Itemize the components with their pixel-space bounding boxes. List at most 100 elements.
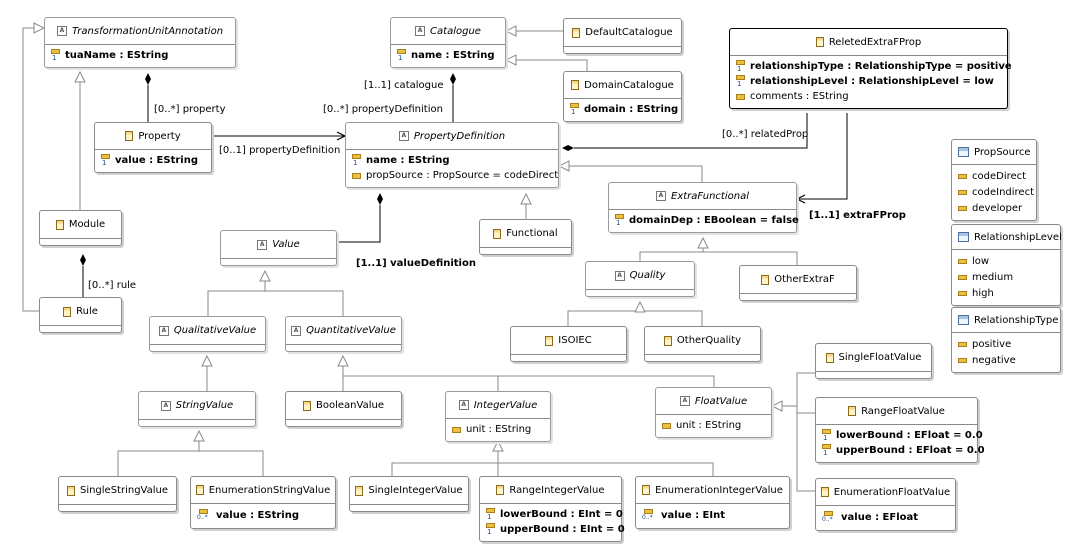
attribute-row[interactable]: value : EString [191, 507, 335, 524]
attribute-row[interactable]: lowerBound : EInt = 0 [480, 507, 623, 522]
class-name: Value [272, 239, 300, 250]
class-quality[interactable]: Quality [585, 261, 695, 297]
literal-label: high [972, 287, 994, 299]
abstract-class-icon [160, 400, 171, 411]
class-icon [642, 485, 651, 495]
enum-name: PropSource [974, 146, 1031, 158]
label-related-prop: [0..*] relatedProp [722, 129, 809, 140]
enum-literal[interactable]: codeIndirect [952, 184, 1036, 200]
enum-literal[interactable]: positive [952, 336, 1060, 352]
class-divider [564, 46, 681, 47]
class-icon [496, 485, 505, 495]
attribute-row[interactable]: name : EString [346, 153, 558, 168]
class-other-quality[interactable]: OtherQuality [644, 326, 761, 362]
class-name: Catalogue [430, 25, 481, 37]
class-other-extra-f[interactable]: OtherExtraF [739, 265, 857, 301]
class-name: OtherExtraF [774, 274, 835, 285]
class-name: Module [68, 219, 106, 230]
class-icon [63, 306, 72, 317]
attribute-compartment: lowerBound : EInt = 0upperBound : EInt =… [480, 504, 625, 541]
enum-literal[interactable]: codeDirect [952, 168, 1036, 184]
class-icon [848, 406, 857, 416]
attribute-row[interactable]: domain : EString [564, 102, 681, 117]
class-range-float-value[interactable]: RangeFloatValuelowerBound : EFloat = 0.0… [815, 397, 985, 463]
class-domain-catalogue[interactable]: DomainCataloguedomain : EString [563, 71, 682, 122]
class-functional[interactable]: Functional [479, 219, 572, 255]
attribute-row[interactable]: upperBound : EFloat = 0.0 [816, 443, 985, 458]
class-isoiec[interactable]: ISOIEC [510, 326, 627, 362]
class-divider [150, 344, 265, 345]
class-extra-functional[interactable]: ExtraFunctional domainDep : EBoolean = fa… [608, 182, 799, 233]
enum-literal[interactable]: low [952, 253, 1060, 269]
class-enumeration-integer-value[interactable]: EnumerationIntegerValuevalue : EInt [635, 476, 790, 529]
literal-compartment: low medium high [952, 250, 1060, 305]
attribute-compartment: relationshipType : RelationshipType = po… [730, 56, 1012, 108]
class-quantitative-value[interactable]: QuantitativeValue [285, 316, 402, 352]
attribute-row[interactable]: value : EInt [636, 507, 789, 524]
class-catalogue[interactable]: Catalogue name : EString [390, 17, 506, 68]
attribute-row[interactable]: unit : EString [446, 422, 550, 437]
attribute-row[interactable]: domainDep : EBoolean = false [609, 213, 799, 228]
enum-divider [952, 332, 1060, 333]
enum-literal[interactable]: negative [952, 352, 1060, 368]
class-boolean-value[interactable]: BooleanValue [285, 391, 402, 427]
literal-icon [958, 290, 967, 296]
enum-literal[interactable]: developer [952, 200, 1036, 216]
class-single-float-value[interactable]: SingleFloatValue [815, 343, 932, 379]
attribute-row[interactable]: name : EString [391, 48, 505, 63]
class-single-integer-value[interactable]: SingleIntegerValue [349, 476, 469, 512]
enum-literal[interactable]: high [952, 285, 1060, 301]
abstract-class-icon [415, 26, 426, 36]
literal-label: medium [972, 271, 1014, 283]
class-string-value[interactable]: StringValue [138, 391, 256, 427]
class-qualitative-value[interactable]: QualitativeValue [149, 316, 266, 352]
enum-icon [958, 315, 969, 325]
attribute-row[interactable]: value : EString [95, 153, 211, 168]
class-value[interactable]: Value [220, 230, 337, 266]
class-property[interactable]: Propertyvalue : EString [94, 122, 212, 173]
class-divider [816, 424, 977, 425]
attribute-row[interactable]: lowerBound : EFloat = 0.0 [816, 428, 983, 443]
class-module[interactable]: Module [39, 210, 122, 246]
class-divider [59, 504, 176, 505]
attribute-row[interactable]: relationshipLevel : RelationshipLevel = … [730, 74, 1007, 89]
required-attribute-icon [51, 49, 60, 62]
attribute-row[interactable]: propSource : PropSource = codeDirect [346, 168, 558, 183]
attribute-row[interactable]: unit : EString [656, 418, 771, 433]
class-single-string-value[interactable]: SingleStringValue [58, 476, 177, 512]
attribute-row[interactable]: relationshipType : RelationshipType = po… [730, 59, 1012, 74]
class-enumeration-float-value[interactable]: EnumerationFloatValuevalue : EFloat [815, 478, 956, 531]
attribute-row[interactable]: comments : EString [730, 89, 1007, 104]
multi-attribute-icon [642, 509, 656, 522]
enum-name: RelationshipType [974, 314, 1059, 326]
class-divider [609, 209, 796, 210]
class-tua[interactable]: TransformationUnitAnnotationtuaName : ES… [44, 17, 236, 68]
class-default-catalogue[interactable]: DefaultCatalogue [563, 18, 682, 54]
required-attribute-icon [736, 75, 745, 88]
attribute-compartment [59, 505, 176, 511]
class-enumeration-string-value[interactable]: EnumerationStringValuevalue : EString [190, 476, 336, 529]
class-name: SingleStringValue [79, 485, 169, 496]
attribute-label: lowerBound : EFloat = 0.0 [836, 430, 983, 441]
attribute-row[interactable]: tuaName : EString [45, 48, 235, 63]
attribute-row[interactable]: upperBound : EInt = 0 [480, 522, 625, 537]
label-property: [0..*] property [154, 104, 226, 115]
class-name: ExtraFunctional [671, 190, 749, 202]
enum-literal[interactable]: medium [952, 269, 1060, 285]
attribute-compartment: unit : EString [656, 415, 771, 437]
class-releted[interactable]: ReletedExtraFProprelationshipType : Rela… [729, 28, 1012, 109]
attribute-row[interactable]: value : EFloat [816, 509, 955, 526]
required-attribute-icon [352, 154, 361, 167]
attribute-label: propSource : PropSource = codeDirect [366, 170, 559, 181]
class-rule[interactable]: Rule [39, 297, 122, 333]
class-range-integer-value[interactable]: RangeIntegerValuelowerBound : EInt = 0up… [479, 476, 625, 542]
attribute-label: name : EString [366, 155, 450, 166]
class-property-definition[interactable]: PropertyDefinitionname : EStringpropSour… [345, 122, 559, 188]
abstract-class-icon [458, 400, 469, 410]
class-divider [480, 503, 621, 504]
